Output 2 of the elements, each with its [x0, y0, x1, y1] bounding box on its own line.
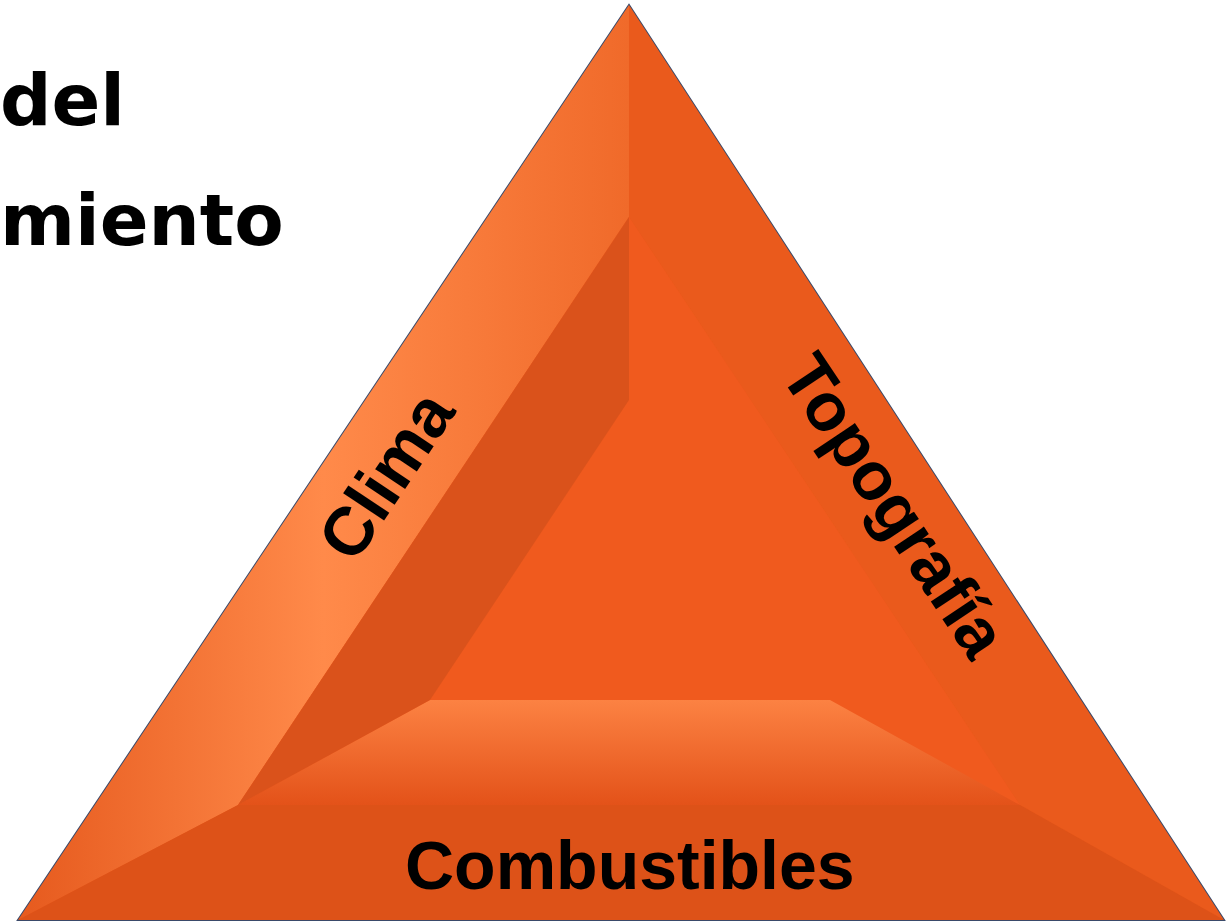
title: del miento	[0, 57, 285, 264]
side-label: Combustibles	[405, 826, 855, 904]
